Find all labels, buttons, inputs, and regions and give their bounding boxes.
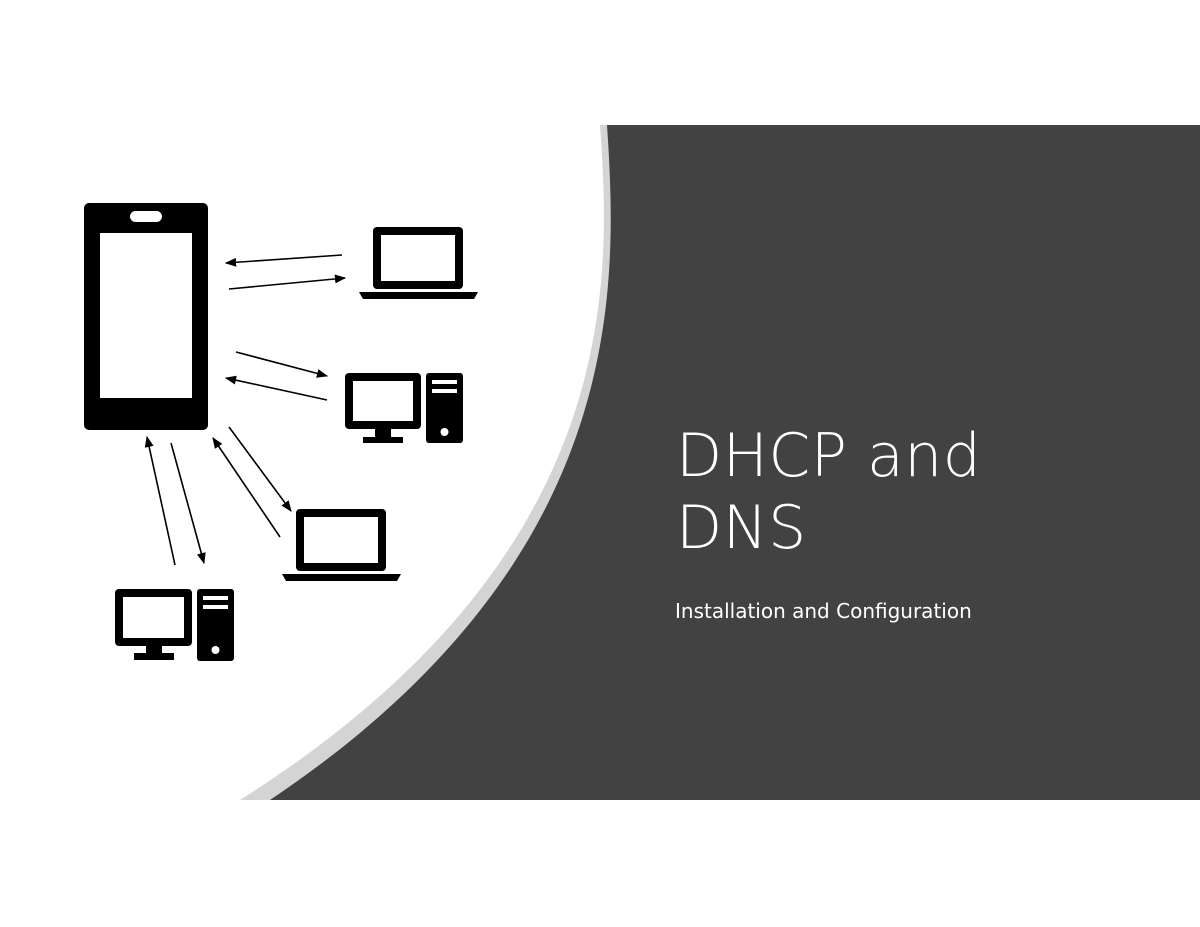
- desktop-computer-icon: [345, 373, 463, 443]
- slide-subtitle: Installation and Configuration: [675, 599, 972, 623]
- smartphone-icon: [84, 203, 208, 430]
- slide-title-line-1: DHCP and: [676, 421, 982, 491]
- laptop-icon: [359, 227, 478, 299]
- dark-title-panel: [270, 125, 1200, 800]
- desktop-computer-icon: [115, 589, 234, 661]
- connection-arrows: [144, 254, 347, 566]
- laptop-icon: [282, 509, 401, 581]
- slide-title: DHCP and DNS: [676, 420, 1156, 564]
- slide-title-line-2: DNS: [676, 493, 807, 563]
